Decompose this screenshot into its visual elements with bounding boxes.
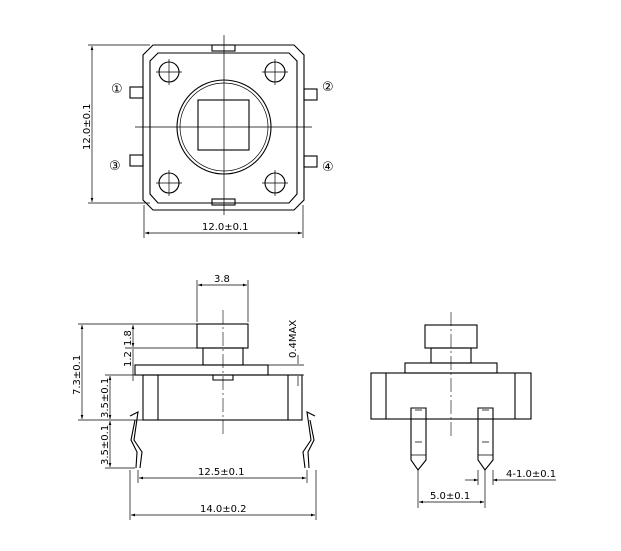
plate-clearance-dimension: 0.4MAX (288, 320, 299, 358)
height-dimension: 12.0±0.1 (82, 103, 93, 150)
stem-height-dimension: 1.2 (123, 351, 134, 367)
body-height-dimension: 3.5±0.1 (100, 378, 111, 418)
end-view: 5.0±0.1 4-1.0±0.1 (370, 312, 556, 508)
pin-label-3: ③ (109, 159, 121, 174)
actuator-width-dimension: 3.8 (214, 274, 230, 285)
pin-pitch-dimension: 5.0±0.1 (430, 491, 470, 502)
mounting-holes (156, 59, 288, 196)
pin-width-dimension: 4-1.0±0.1 (506, 469, 556, 480)
total-height-dimension: 7.3±0.1 (72, 355, 83, 395)
leg-height-dimension: 3.5±0.1 (100, 425, 111, 465)
leg-spacing-dimension: 12.5±0.1 (198, 467, 245, 478)
pin-label-4: ④ (322, 160, 334, 175)
top-view: ① ② ③ ④ 12.0±0.1 12.0±0.1 (82, 35, 334, 238)
side-view: 3.8 7.3±0.1 1.8 1.2 3.5±0.1 3.5±0.1 0.4M… (72, 274, 317, 520)
pin-label-1: ① (111, 82, 123, 97)
pin-label-2: ② (322, 80, 334, 95)
width-dimension: 12.0±0.1 (202, 222, 249, 233)
overall-width-dimension: 14.0±0.2 (200, 504, 247, 515)
actuator-height-dimension: 1.8 (123, 330, 134, 346)
terminals (129, 86, 318, 168)
